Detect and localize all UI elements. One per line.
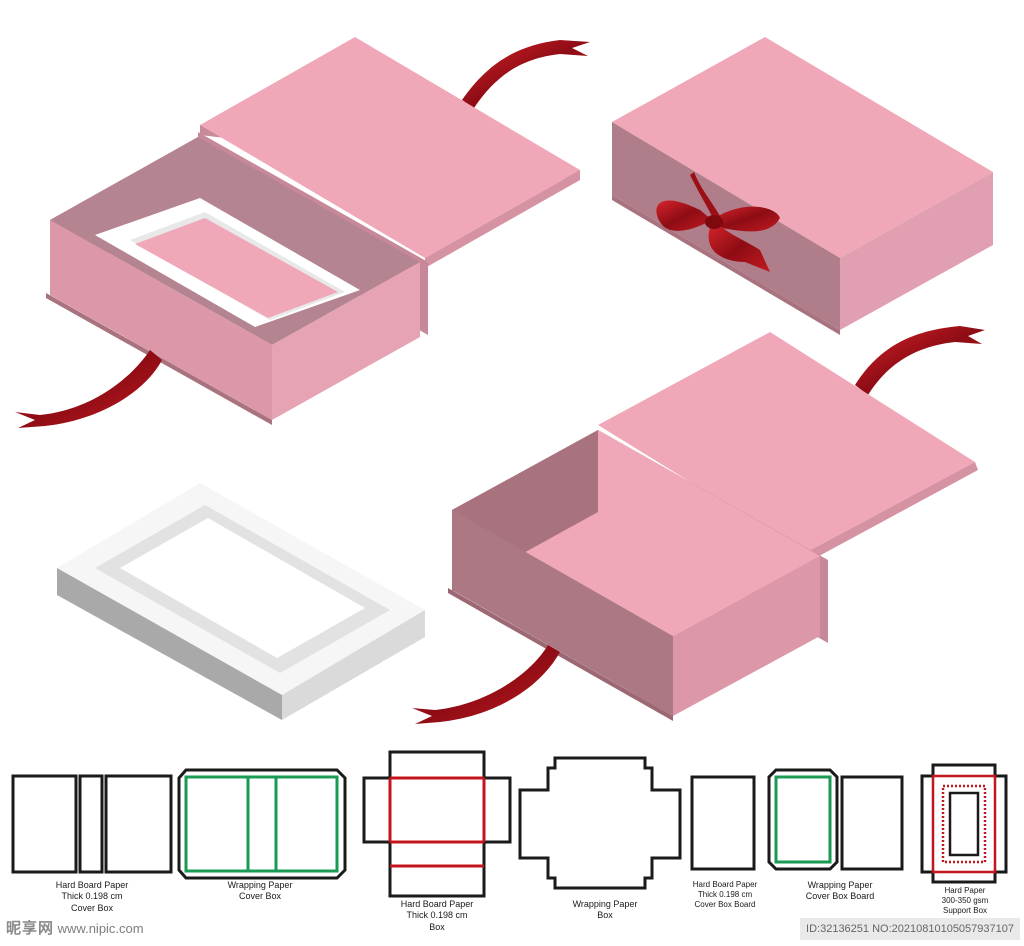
watermark-url: www.nipic.com: [57, 921, 144, 936]
box-side-wall-2: [673, 556, 820, 716]
tray-left-side: [57, 568, 282, 720]
dieline-wrap-box: [518, 756, 682, 890]
box-base-edge-2: [448, 588, 673, 721]
tray-right-side: [282, 610, 425, 720]
closed-right-side: [840, 172, 993, 330]
dieline-support: [920, 763, 1008, 884]
ribbon-bow: [656, 172, 780, 272]
lid-front: [425, 170, 580, 268]
dieline-wrap-board: [767, 768, 904, 871]
dieline-box: [362, 750, 512, 898]
closed-top: [612, 37, 993, 258]
box-front-wall-2: [452, 510, 673, 716]
open-box-with-lid-2: [412, 326, 985, 724]
inner-floor: [135, 218, 338, 318]
dieline-wrap-cover: [177, 768, 347, 880]
ribbon-bottom-2: [412, 645, 560, 724]
ribbon-top: [462, 40, 590, 108]
box-inner-dark-2: [452, 430, 598, 555]
ribbon-top-2: [855, 326, 985, 395]
lid-top-2: [598, 332, 975, 553]
open-box-with-lid-1: [15, 37, 590, 428]
watermark-id: ID:32136251 NO:20210810105057937107: [800, 918, 1020, 940]
box-front-wall: [50, 220, 272, 420]
dieline-cover-board: [690, 775, 756, 871]
box-side-wall: [272, 262, 420, 420]
watermark-logo: 昵享网: [6, 920, 55, 937]
dieline-cover-box: [11, 774, 173, 874]
watermark-site: 昵享网 www.nipic.com: [6, 917, 144, 938]
ribbon-bottom: [15, 350, 162, 428]
support-tray-box: [57, 483, 425, 720]
lid-top: [200, 37, 580, 258]
closed-box-with-bow: [612, 37, 993, 335]
tray-floor: [120, 518, 365, 658]
closed-front-edge: [612, 195, 840, 335]
lid-edge-2: [805, 462, 978, 562]
